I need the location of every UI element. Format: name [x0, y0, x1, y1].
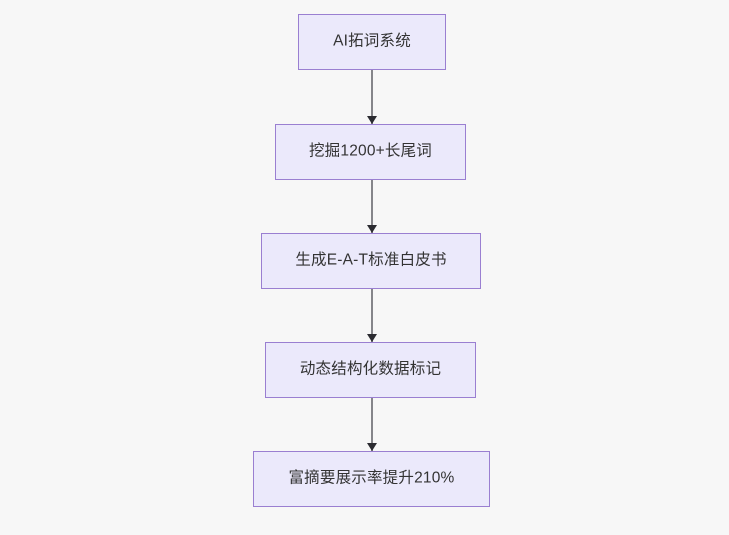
flowchart-node-label: 生成E-A-T标准白皮书 — [295, 251, 447, 269]
flowchart-node-label: 挖掘1200+长尾词 — [308, 142, 433, 160]
edge-line — [371, 180, 373, 233]
flowchart-node-rich-snippet-impression-lift[interactable]: 富摘要展示率提升210% — [253, 451, 490, 507]
flowchart-node-mine-longtail-keywords[interactable]: 挖掘1200+长尾词 — [275, 124, 466, 180]
arrow-head-icon — [367, 443, 377, 451]
edge-line — [371, 289, 373, 342]
arrow-head-icon — [367, 225, 377, 233]
arrow-head-icon — [367, 116, 377, 124]
flowchart-node-dynamic-structured-data-markup[interactable]: 动态结构化数据标记 — [265, 342, 476, 398]
edge-line — [371, 70, 373, 124]
arrow-head-icon — [367, 334, 377, 342]
flowchart-node-ai-keyword-system[interactable]: AI拓词系统 — [298, 14, 446, 70]
flowchart-node-label: 动态结构化数据标记 — [299, 360, 442, 378]
flowchart-node-label: 富摘要展示率提升210% — [288, 469, 455, 487]
flowchart-node-label: AI拓词系统 — [333, 32, 411, 50]
edge-line — [371, 398, 373, 451]
flowchart-node-generate-eat-whitepaper[interactable]: 生成E-A-T标准白皮书 — [261, 233, 481, 289]
